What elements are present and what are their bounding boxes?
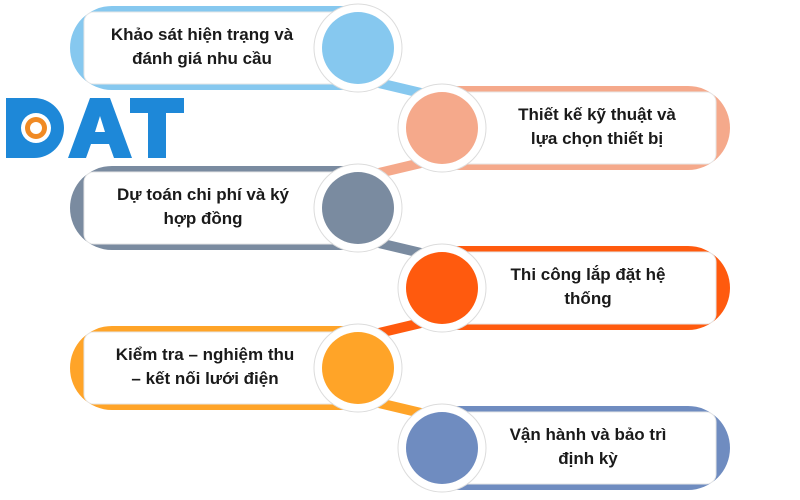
step-3-line-1: Dự toán chi phí và ký <box>117 185 289 204</box>
step-2-card <box>397 83 730 173</box>
step-5-line-2: – kết nối lưới điện <box>131 369 279 388</box>
step-6-card <box>397 403 730 493</box>
logo-letter-t <box>130 98 184 158</box>
step-5-circle <box>322 332 394 404</box>
step-5-card <box>70 323 403 413</box>
step-6-line-2: định kỳ <box>558 449 618 468</box>
step-3-circle-ring-edge <box>313 163 403 253</box>
logo-ring-inner <box>30 122 42 134</box>
step-6-circle <box>406 412 478 484</box>
step-cards <box>70 3 730 493</box>
step-4-line-2: thống <box>564 289 612 308</box>
step-5-line-1: Kiểm tra – nghiệm thu <box>115 345 295 364</box>
step-2-circle-ring-edge <box>397 83 487 173</box>
step-2-text: Thiết kế kỹ thuật và lựa chọn thiết bị <box>488 96 706 158</box>
step-5-circle-ring-edge <box>313 323 403 413</box>
step-3-card <box>70 163 403 253</box>
step-1-card <box>70 3 403 93</box>
step-2-line-1: Thiết kế kỹ thuật và <box>518 105 676 124</box>
step-1-circle <box>322 12 394 84</box>
step-1-circle-ring-edge <box>313 3 403 93</box>
dat-logo-mark <box>6 98 184 158</box>
step-6-circle-ring-edge <box>397 403 487 493</box>
step-3-line-2: hợp đồng <box>163 209 243 228</box>
step-2-line-2: lựa chọn thiết bị <box>530 129 664 148</box>
step-4-circle-ring-edge <box>397 243 487 333</box>
step-2-circle <box>406 92 478 164</box>
step-1-line-2: đánh giá nhu cầu <box>132 49 272 68</box>
logo-letter-a <box>68 98 132 158</box>
step-6-text: Vận hành và bảo trì định kỳ <box>488 416 688 478</box>
step-4-card <box>397 243 730 333</box>
step-3-text: Dự toán chi phí và ký hợp đồng <box>100 176 306 238</box>
step-4-line-1: Thi công lắp đặt hệ <box>510 265 666 284</box>
step-5-text: Kiểm tra – nghiệm thu – kết nối lưới điệ… <box>100 336 310 398</box>
step-3-circle <box>322 172 394 244</box>
step-1-line-1: Khảo sát hiện trạng và <box>110 25 294 44</box>
step-4-text: Thi công lắp đặt hệ thống <box>488 256 688 318</box>
step-6-line-1: Vận hành và bảo trì <box>509 425 667 444</box>
step-4-circle <box>406 252 478 324</box>
dat-logo <box>6 98 184 158</box>
step-1-text: Khảo sát hiện trạng và đánh giá nhu cầu <box>92 16 312 78</box>
